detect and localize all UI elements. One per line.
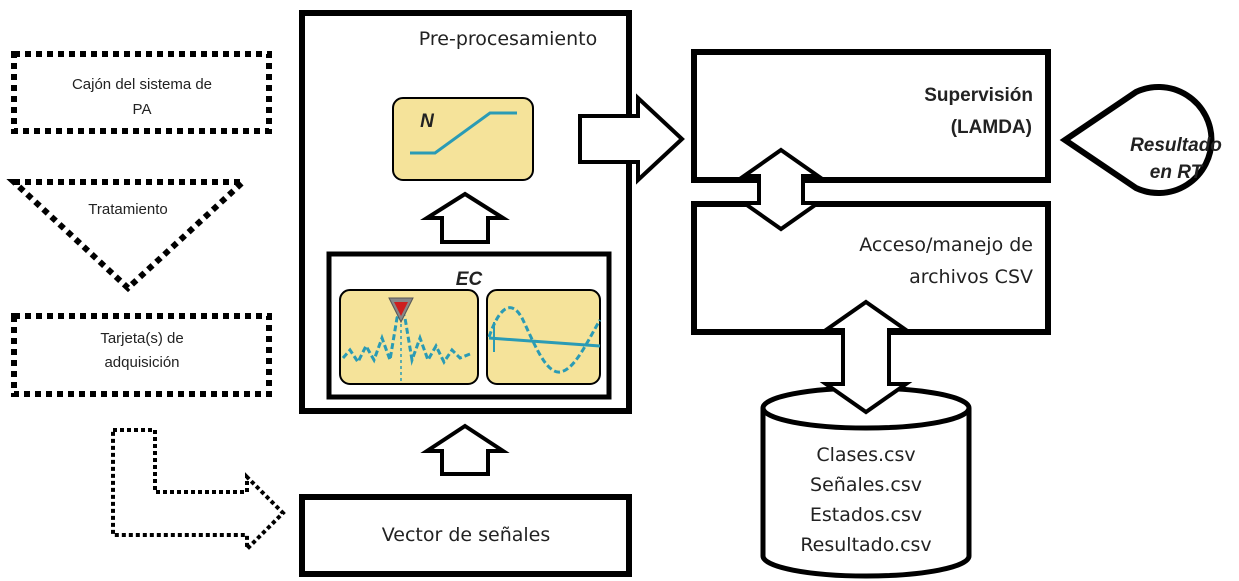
result-label-1: Resultado	[1130, 135, 1222, 156]
database-file-1: Clases.csv	[816, 444, 915, 466]
signal-vector-label: Vector de señales	[382, 524, 551, 546]
peak-marker-inner	[394, 302, 408, 316]
csv-database-cylinder: Clases.csv Señales.csv Estados.csv Resul…	[760, 385, 972, 579]
chassis-box: Cajón del sistema de PA	[11, 51, 272, 134]
normalization-panel: N	[392, 97, 534, 181]
supervision-label-1: Supervisión	[924, 85, 1033, 106]
sine-panel	[486, 289, 602, 385]
up-arrow-vector-to-preprocessing	[420, 423, 510, 476]
ec-label: EC	[456, 269, 483, 290]
result-label-2: en RT	[1150, 162, 1204, 183]
acquisition-card-label-2: adquisición	[104, 354, 179, 371]
preprocessing-title: Pre-procesamiento	[419, 28, 597, 50]
supervision-box	[691, 49, 1051, 183]
database-file-4: Resultado.csv	[800, 534, 931, 556]
bidirectional-arrow-supervision-csv	[737, 147, 825, 232]
sine-curve	[487, 306, 602, 374]
acquisition-card-label-1: Tarjeta(s) de	[100, 330, 183, 347]
sine-trend-line	[488, 336, 601, 348]
csv-access-label-2: archivos CSV	[909, 266, 1033, 288]
acquisition-card-box: Tarjeta(s) de adquisición	[11, 313, 272, 397]
spectrum-panel	[339, 289, 479, 385]
signal-vector-box	[299, 494, 632, 577]
chassis-box-label-2: PA	[133, 101, 152, 118]
normalization-label: N	[420, 111, 435, 132]
bidirectional-arrow-csv-database	[819, 299, 913, 415]
database-file-3: Estados.csv	[810, 504, 922, 526]
supervision-label-2: (LAMDA)	[951, 117, 1032, 138]
result-drop-shape: Resultado en RT	[1059, 84, 1222, 196]
right-arrow-to-supervision	[578, 93, 685, 185]
chassis-box-label-1: Cajón del sistema de	[72, 76, 212, 93]
csv-access-label-1: Acceso/manejo de	[859, 234, 1033, 256]
l-shaped-arrow	[111, 428, 286, 554]
normalization-curve	[410, 111, 517, 155]
up-arrow-ec-to-n	[420, 191, 510, 244]
treatment-triangle: Tratamiento	[6, 179, 251, 293]
database-file-2: Señales.csv	[810, 474, 922, 496]
treatment-label: Tratamiento	[88, 201, 167, 218]
